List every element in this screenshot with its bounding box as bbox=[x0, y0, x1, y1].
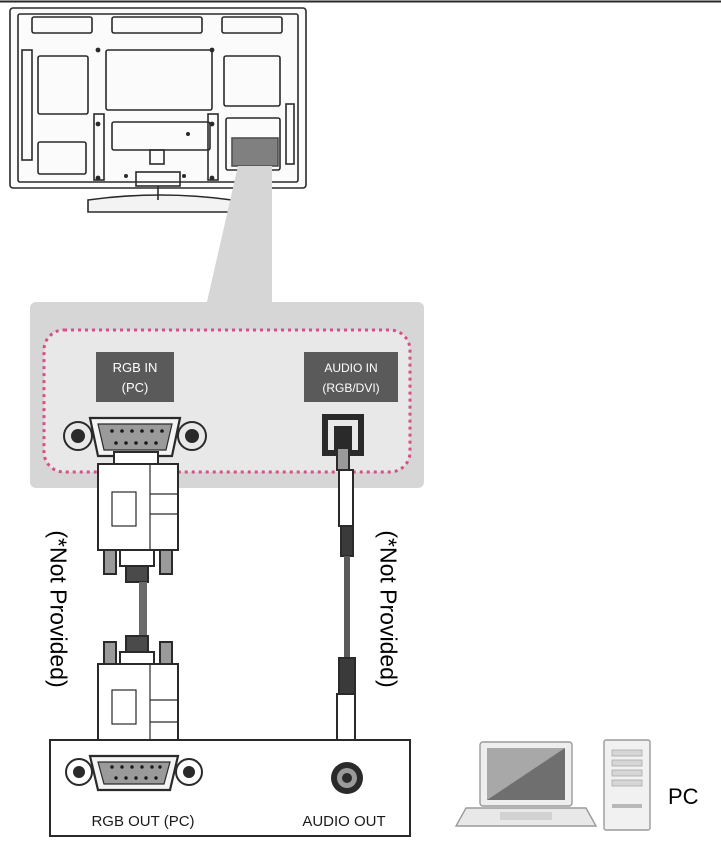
rgb-out-pins bbox=[110, 765, 162, 780]
tv-back-illustration bbox=[9, 7, 307, 213]
rgb-out-label: RGB OUT (PC) bbox=[91, 813, 194, 830]
audio-out-label: AUDIO OUT bbox=[302, 813, 385, 830]
audio-in-label-line1: AUDIO IN bbox=[324, 361, 377, 375]
audio-out-jack bbox=[331, 762, 363, 794]
pc-label: PC bbox=[668, 784, 699, 809]
rgb-out-port bbox=[64, 754, 204, 792]
tv-screw-dots bbox=[95, 47, 215, 181]
audio-cable bbox=[336, 447, 356, 767]
audio-in-label-line2: (RGB/DVI) bbox=[322, 381, 379, 395]
rgb-in-pins bbox=[110, 429, 164, 445]
rgb-in-label-box bbox=[96, 352, 174, 402]
desktop-tower-icon bbox=[603, 739, 651, 831]
vga-cable bbox=[97, 451, 179, 755]
rgb-in-label-line1: RGB IN bbox=[113, 360, 158, 375]
laptop-icon bbox=[454, 741, 598, 827]
rgb-cable-not-provided-note: (*Not Provided) bbox=[45, 530, 72, 688]
rgb-in-label-line2: (PC) bbox=[122, 380, 149, 395]
audio-cable-not-provided-note: (*Not Provided) bbox=[375, 530, 402, 688]
audio-in-port bbox=[322, 414, 364, 456]
callout-zoom bbox=[30, 166, 424, 488]
audio-in-label-box bbox=[304, 352, 398, 402]
port-highlight-outline bbox=[42, 328, 412, 474]
